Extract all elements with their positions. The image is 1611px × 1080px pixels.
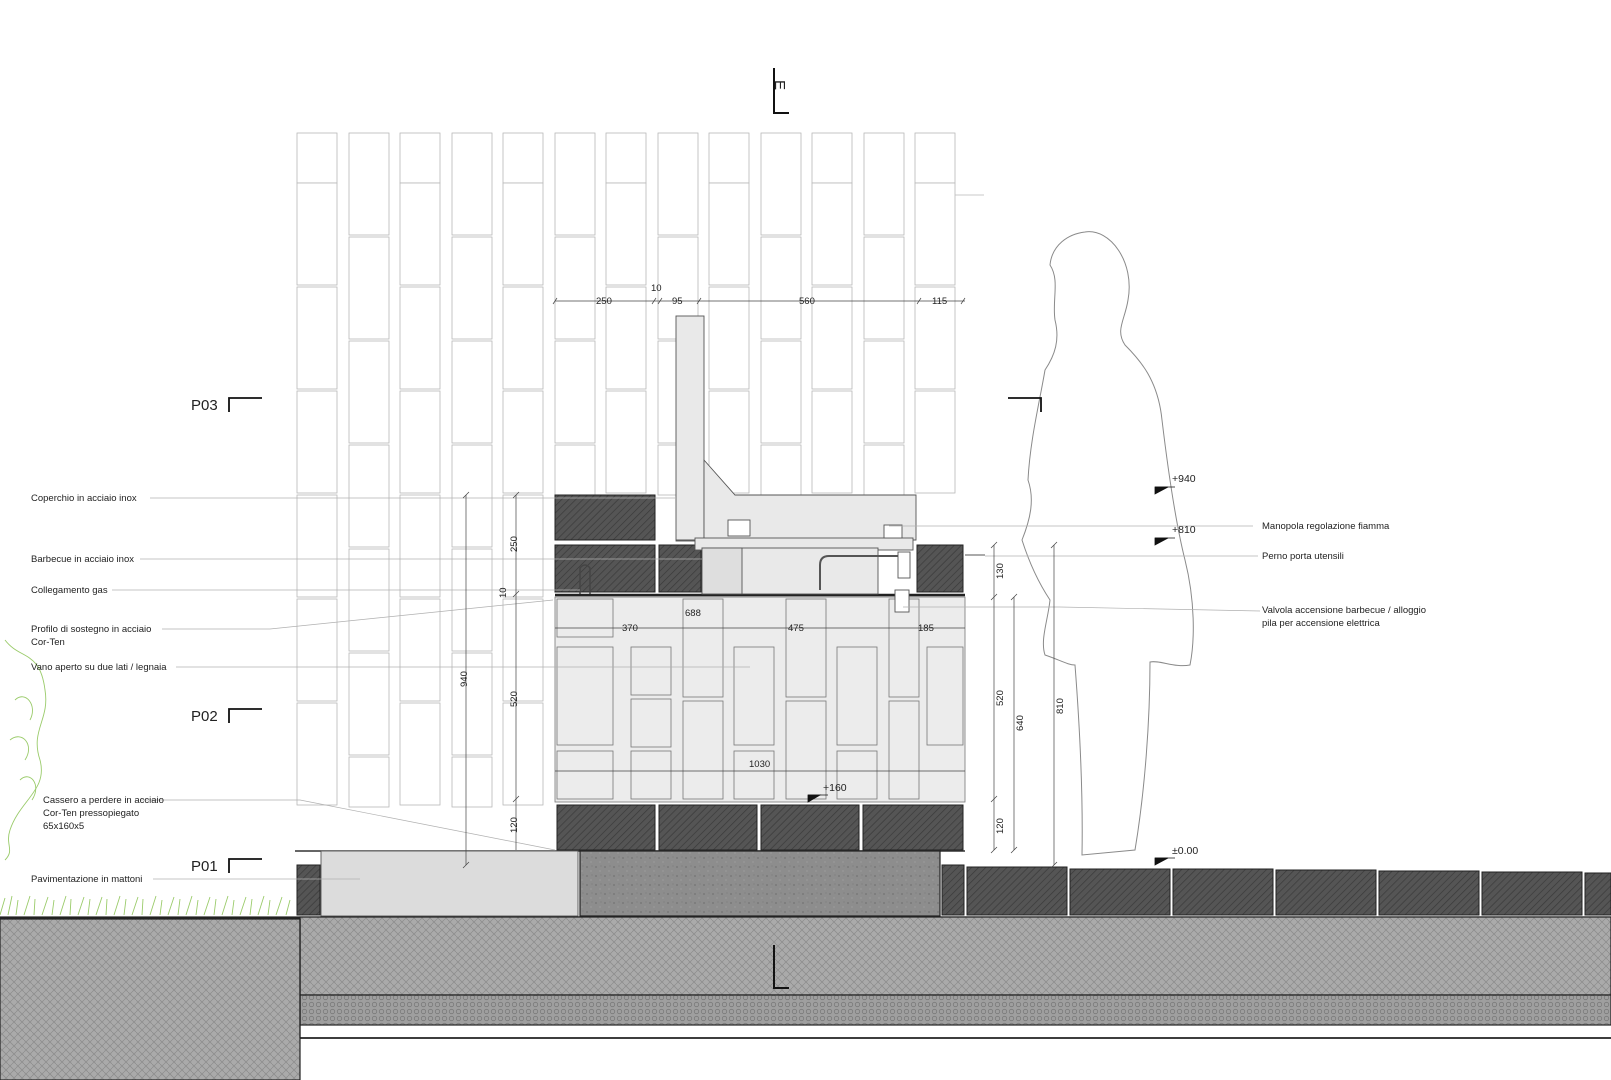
section-mark-p02: P02: [191, 708, 218, 725]
dim-mid-475: 475: [788, 623, 804, 634]
label-valvola-line1: Valvola accensione barbecue / alloggio: [1262, 605, 1426, 616]
barbecue-block: [295, 315, 985, 917]
elev-940: +940: [1172, 473, 1196, 485]
cassero-box: [320, 850, 579, 917]
brick-column: [708, 132, 750, 494]
lower-brick-panel: [554, 596, 966, 803]
barbecue-appliance: [579, 315, 985, 613]
label-manopola: Manopola regolazione fiamma: [1262, 521, 1390, 532]
brick-column: [811, 132, 853, 494]
ground-layers: [0, 916, 1611, 1080]
label-vano: Vano aperto su due lati / legnaia: [31, 662, 167, 673]
leader-lines: [112, 497, 1261, 880]
label-barbecue: Barbecue in acciaio inox: [31, 554, 134, 565]
label-valvola-line2: pila per accensione elettrica: [1262, 618, 1380, 629]
dim-mid-185: 185: [918, 623, 934, 634]
grass: [0, 639, 291, 916]
brick-column: [554, 132, 596, 496]
human-silhouette: [1021, 231, 1194, 856]
section-mark-p01: P01: [191, 858, 218, 875]
brick-column: [399, 132, 441, 806]
brick-column: [914, 132, 956, 494]
dim-left-940: 940: [459, 671, 470, 687]
section-marks: [228, 68, 1042, 989]
label-profilo-line1: Profilo di sostegno in acciaio: [31, 624, 151, 635]
label-profilo-line2: Cor-Ten: [31, 637, 65, 648]
label-cassero-line3: 65x160x5: [43, 821, 84, 832]
dim-left-520: 520: [509, 691, 520, 707]
label-coperchio: Coperchio in acciaio inox: [31, 493, 137, 504]
dim-left-120: 120: [509, 817, 520, 833]
dim-right-130: 130: [995, 563, 1006, 579]
dimension-lines: [462, 297, 1058, 869]
elevation-markers: [807, 486, 1175, 866]
dim-mid-370: 370: [622, 623, 638, 634]
dim-left-250: 250: [509, 536, 520, 552]
dim-bottom-1030: 1030: [749, 759, 770, 770]
brick-column: [451, 132, 493, 808]
label-cassero-line1: Cassero a perdere in acciaio: [43, 795, 164, 806]
dim-top-95: 95: [672, 296, 683, 307]
label-pavimentazione: Pavimentazione in mattoni: [31, 874, 142, 885]
label-cassero-line2: Cor-Ten pressopiegato: [43, 808, 139, 819]
dim-top-560: 560: [799, 296, 815, 307]
section-mark-p03: P03: [191, 397, 218, 414]
concrete-foundation: [579, 850, 941, 917]
dim-right-810: 810: [1055, 698, 1066, 714]
dim-right-520: 520: [995, 690, 1006, 706]
elev-810: +810: [1172, 524, 1196, 536]
brick-column: [348, 132, 390, 808]
dark-bricks-top: [554, 494, 964, 593]
label-gas: Collegamento gas: [31, 585, 108, 596]
label-perno: Perno porta utensili: [1262, 551, 1344, 562]
brick-column: [863, 132, 905, 496]
elev-160: +160: [823, 782, 847, 794]
pavement-bricks: [941, 864, 1611, 916]
dark-bricks-bottom: [556, 804, 964, 851]
dim-top-250: 250: [596, 296, 612, 307]
brick-column: [296, 132, 338, 806]
elev-000: ±0.00: [1172, 845, 1198, 857]
dim-top-10: 10: [651, 283, 662, 294]
dim-left-10: 10: [498, 587, 509, 598]
brick-column: [760, 132, 802, 496]
dim-mid-688: 688: [685, 608, 701, 619]
dim-right-640: 640: [1015, 715, 1026, 731]
brick-column: [605, 132, 647, 494]
dim-top-115: 115: [932, 296, 947, 307]
section-mark-top: E: [771, 80, 788, 90]
dim-right-120: 120: [995, 818, 1006, 834]
brick-column: [502, 132, 544, 806]
